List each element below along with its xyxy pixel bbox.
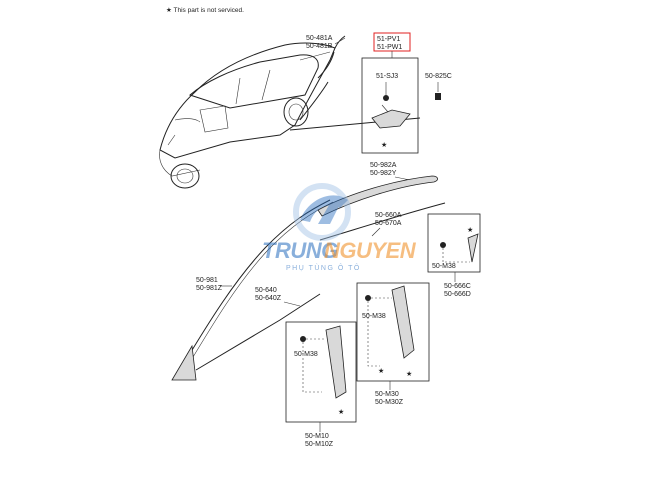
- label-50-m38-b: 50-M38: [362, 313, 386, 320]
- label-50-m38-c: 50-M38: [294, 351, 318, 358]
- fastener-part: [435, 93, 441, 100]
- belt-moulding: [195, 293, 321, 371]
- car-illustration: [159, 35, 421, 189]
- label-50-981z: 50-981Z: [196, 285, 223, 292]
- label-50-481a: 50-481A: [306, 35, 333, 42]
- star-mark-3: ★: [378, 367, 384, 375]
- label-50-670a: 50-670A: [375, 220, 402, 227]
- label-50-666c: 50-666C: [444, 283, 471, 290]
- not-serviced-note: ★ This part is not serviced.: [166, 6, 244, 14]
- label-50-666d: 50-666D: [444, 291, 471, 298]
- label-50-982a: 50-982A: [370, 162, 397, 169]
- corner-piece: [171, 344, 197, 381]
- label-50-640z: 50-640Z: [255, 295, 282, 302]
- garnish-box-right: ★ 50-M38 50-666C 50-666D: [427, 213, 481, 298]
- label-50-m38-a: 50-M38: [432, 263, 456, 270]
- label-50-m30: 50-M30: [375, 391, 399, 398]
- label-50-981: 50-981: [196, 277, 218, 284]
- garnish-box-middle: 50-M38 ★ ★ 50-M30 50-M30Z: [356, 282, 430, 406]
- label-50-m10: 50-M10: [305, 433, 329, 440]
- star-mark-2: ★: [467, 226, 473, 234]
- label-50-640: 50-640: [255, 287, 277, 294]
- clip-detail-box: 51-PV1 51-PW1 51-SJ3 ★ 50-825C: [361, 32, 452, 154]
- star-mark-4: ★: [406, 370, 412, 378]
- roof-moulding: [317, 175, 438, 217]
- watermark-emblem: [293, 183, 351, 241]
- garnish-triangle: [467, 233, 479, 263]
- watermark-brand-a: TRUNG: [262, 238, 338, 263]
- label-50-825c: 50-825C: [425, 73, 452, 80]
- pillar-garnish-m30: [391, 285, 415, 359]
- clip-part: [383, 95, 389, 101]
- pillar-garnish-m10: [325, 325, 347, 399]
- star-mark-1: ★: [381, 141, 387, 149]
- label-51-sj3: 51-SJ3: [376, 73, 398, 80]
- star-mark-5: ★: [338, 408, 344, 416]
- label-50-660a: 50-660A: [375, 212, 402, 219]
- watermark-brand-b: NGUYEN: [324, 238, 417, 263]
- label-51-pv1: 51-PV1: [377, 36, 400, 43]
- label-50-481b: 50-481B: [306, 43, 333, 50]
- bracket-part: [371, 109, 411, 129]
- label-50-m10z: 50-M10Z: [305, 441, 334, 448]
- label-50-m30z: 50-M30Z: [375, 399, 404, 406]
- drip-rail: [179, 199, 331, 371]
- watermark-logo: TRUNG NGUYEN PHỤ TÙNG Ô TÔ: [262, 183, 417, 272]
- label-50-982y: 50-982Y: [370, 170, 397, 177]
- garnish-box-left: 50-M38 ★ 50-M10 50-M10Z: [285, 321, 357, 448]
- label-51-pw1: 51-PW1: [377, 44, 402, 51]
- watermark-tagline: PHỤ TÙNG Ô TÔ: [286, 263, 361, 272]
